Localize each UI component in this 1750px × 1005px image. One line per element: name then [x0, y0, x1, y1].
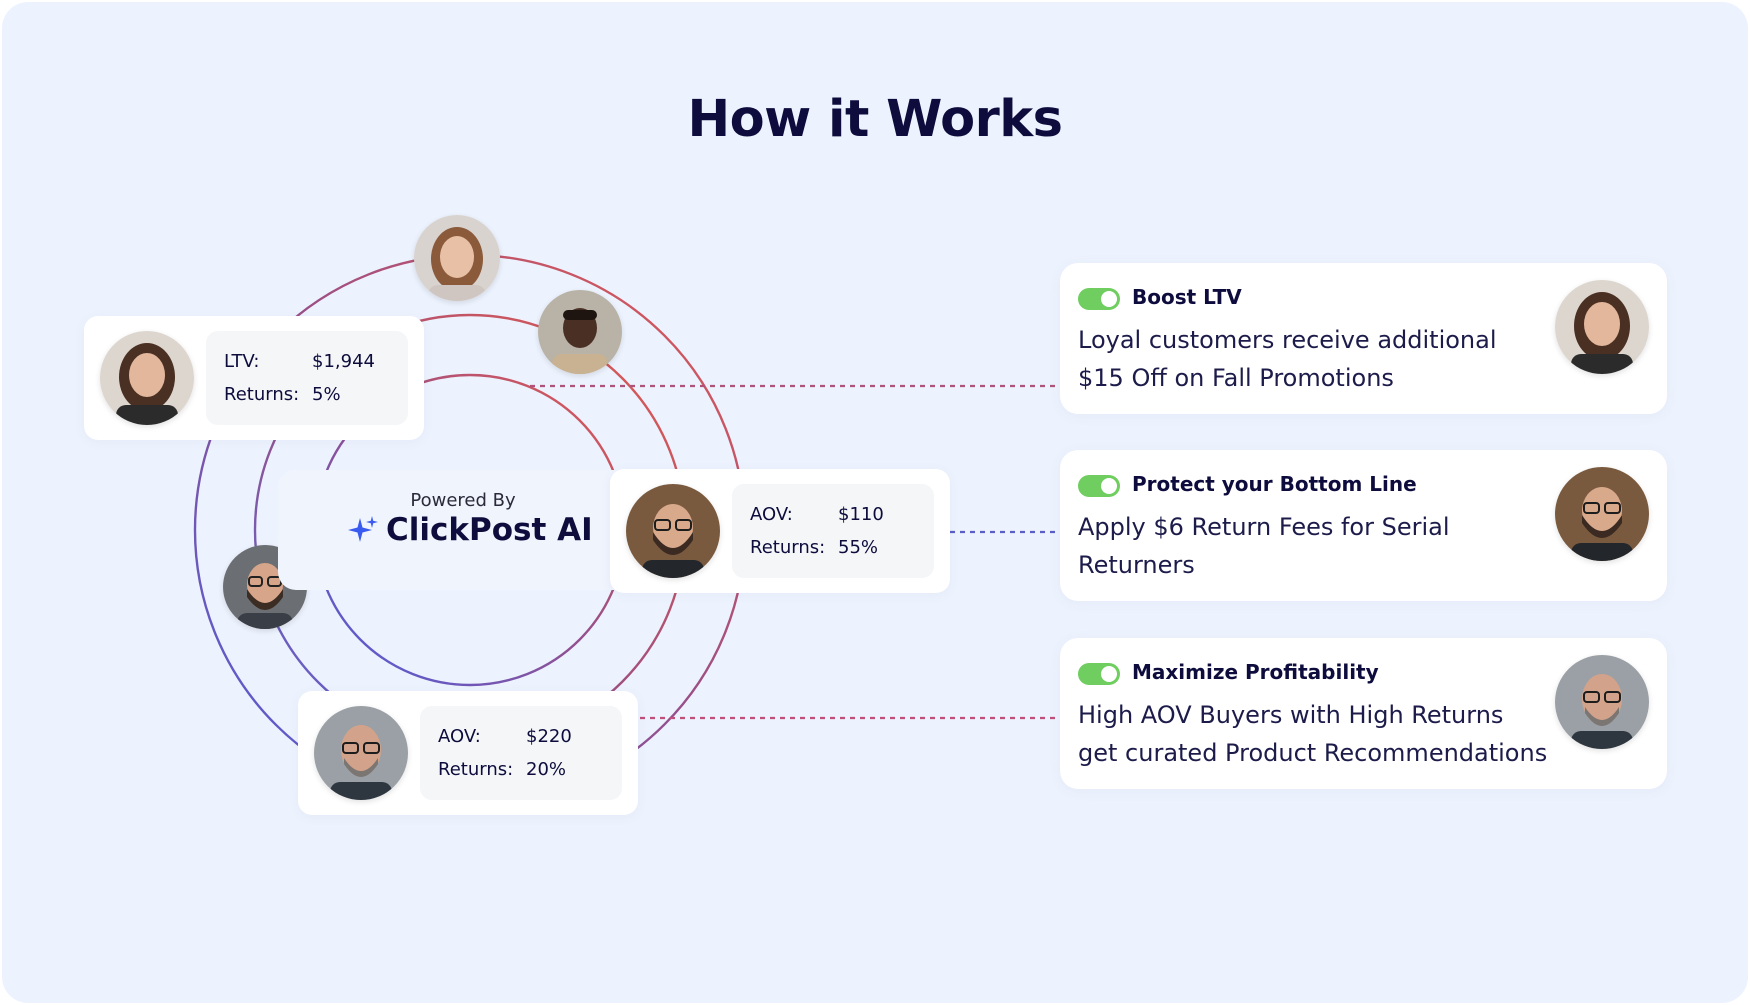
feature-card-boost-ltv: Boost LTV Loyal customers receive additi… — [1060, 263, 1667, 414]
woman-dark-hair-avatar — [1555, 280, 1649, 374]
toggle-switch[interactable] — [1078, 663, 1120, 685]
orbit-avatar-man-dark — [538, 290, 622, 374]
stat-row-returns: Returns: 20% — [438, 759, 566, 780]
returns-label: Returns: — [750, 537, 826, 558]
returns-label: Returns: — [438, 759, 514, 780]
toggle-switch[interactable] — [1078, 475, 1120, 497]
returns-value: 55% — [838, 537, 879, 558]
stat-row-metric: AOV: $220 — [438, 726, 572, 747]
sparkle-icon — [348, 516, 378, 550]
feature-title: Boost LTV — [1132, 285, 1242, 309]
older-man-glasses-avatar — [314, 706, 408, 800]
feature-card-protect-bottom-line: Protect your Bottom Line Apply $6 Return… — [1060, 450, 1667, 601]
stat-box: AOV: $110 Returns: 55% — [732, 484, 934, 578]
returns-value: 20% — [526, 759, 567, 780]
metric-value: $220 — [526, 726, 572, 747]
bearded-man-glasses-avatar — [1555, 467, 1649, 561]
metric-label: LTV: — [224, 351, 260, 372]
customer-card-ltv: LTV: $1,944 Returns: 5% — [84, 316, 424, 440]
customer-card-aov-220: AOV: $220 Returns: 20% — [298, 691, 638, 815]
bearded-man-glasses-avatar — [626, 484, 720, 578]
brand-name: ClickPost AI — [386, 512, 593, 548]
stat-row-returns: Returns: 55% — [750, 537, 878, 558]
metric-value: $1,944 — [312, 351, 375, 372]
orbit-avatar-woman-light — [414, 215, 500, 301]
customer-card-aov-110: AOV: $110 Returns: 55% — [610, 469, 950, 593]
page-title: How it Works — [687, 90, 1063, 149]
feature-description: Apply $6 Return Fees for Serial Returner… — [1078, 513, 1450, 579]
stat-box: AOV: $220 Returns: 20% — [420, 706, 622, 800]
metric-value: $110 — [838, 504, 884, 525]
returns-label: Returns: — [224, 384, 300, 405]
feature-title: Protect your Bottom Line — [1132, 472, 1417, 496]
toggle-switch[interactable] — [1078, 288, 1120, 310]
feature-card-maximize-profitability: Maximize Profitability High AOV Buyers w… — [1060, 638, 1667, 789]
stat-box: LTV: $1,944 Returns: 5% — [206, 331, 408, 425]
clickpost-ai-badge: Powered By ClickPost AI — [278, 470, 648, 590]
returns-value: 5% — [312, 384, 341, 405]
feature-title: Maximize Profitability — [1132, 660, 1379, 684]
woman-dark-hair-avatar — [100, 331, 194, 425]
older-man-glasses-avatar — [1555, 655, 1649, 749]
feature-description: High AOV Buyers with High Returns get cu… — [1078, 701, 1548, 767]
stat-row-returns: Returns: 5% — [224, 384, 341, 405]
stat-row-metric: AOV: $110 — [750, 504, 884, 525]
stat-row-metric: LTV: $1,944 — [224, 351, 375, 372]
metric-label: AOV: — [750, 504, 793, 525]
powered-by-label: Powered By — [410, 490, 516, 511]
metric-label: AOV: — [438, 726, 481, 747]
feature-description: Loyal customers receive additional $15 O… — [1078, 326, 1497, 392]
